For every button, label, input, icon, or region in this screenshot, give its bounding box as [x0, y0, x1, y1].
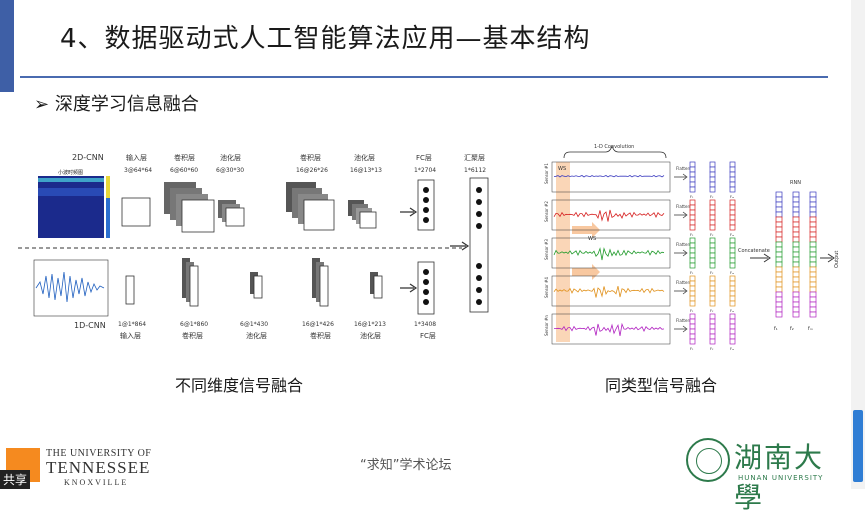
- top-layer-name: 卷积层: [174, 153, 195, 162]
- cnn1d-label: 1D-CNN: [74, 321, 106, 330]
- flatten-f-label: F₁: [690, 233, 694, 237]
- hunan-seal-icon: [686, 438, 730, 482]
- sensor-signal: [553, 322, 665, 336]
- flatten-label: Flatten: [676, 242, 690, 247]
- rnn-fm-label: fₘ: [808, 326, 813, 332]
- flatten-f-label: F₂: [710, 271, 714, 275]
- top-layer-name: 池化层: [354, 153, 375, 162]
- flatten-f-label: F₁: [690, 195, 694, 199]
- conv-label: 1-D Convolution: [594, 144, 634, 150]
- bottom-layer-name: FC层: [420, 332, 436, 340]
- top-layer-name: 池化层: [220, 153, 241, 162]
- rnn-label: RNN: [790, 180, 801, 186]
- bottom-layer-size: 16@1*426: [302, 321, 334, 328]
- top-layer-name: FC层: [416, 154, 432, 162]
- cnn2d-label: 2D-CNN: [72, 153, 104, 162]
- flatten-f-label: Fₘ: [730, 347, 734, 350]
- top-layer-size: 16@26*26: [296, 167, 328, 174]
- title-divider: [20, 76, 828, 78]
- top-layer-size: 6@30*30: [216, 167, 244, 174]
- sensor-label: Sensor #2: [544, 201, 549, 222]
- share-badge[interactable]: 共享: [0, 470, 31, 489]
- flatten-f-label: F₂: [710, 233, 714, 237]
- ws-label: WS: [558, 166, 566, 172]
- bottom-layer-name: 输入层: [120, 331, 141, 340]
- multi-dimension-fusion-figure: 2D-CNN 小波时频图 输入层 3@64*64 卷积层 6@60*60 池化层…: [18, 153, 489, 340]
- top-layer-size: 1*2704: [414, 167, 436, 174]
- rnn-f2-label: f₂: [790, 326, 794, 332]
- sensor-label: Sensor #1: [544, 163, 549, 184]
- bullet-text: 深度学习信息融合: [54, 94, 199, 115]
- sensor-label: Sensor #n: [544, 315, 549, 336]
- flatten-f-label: F₂: [710, 347, 714, 350]
- flatten-label: Flatten: [676, 280, 690, 285]
- spectrogram-image: [38, 176, 104, 238]
- top-layer-name: 输入层: [126, 153, 147, 162]
- caption-right: 同类型信号融合: [605, 376, 718, 395]
- flatten-label: Flatten: [676, 166, 690, 171]
- flatten-f-label: F₂: [710, 309, 714, 313]
- sensor-label: Sensor #4: [544, 277, 549, 298]
- ws-arrow-label: WS: [588, 236, 596, 242]
- bottom-layer-name: 卷积层: [182, 331, 203, 340]
- flatten-label: Flatten: [676, 318, 690, 323]
- flatten-f-label: F₁: [690, 347, 694, 350]
- flatten-f-label: Fₘ: [730, 233, 734, 237]
- utk-logo: THE UNIVERSITY OF TENNESSEE KNOXVILLE: [0, 438, 160, 489]
- flatten-f-label: Fₘ: [730, 271, 734, 275]
- bottom-layer-size: 6@1*430: [240, 321, 268, 328]
- scrollbar-thumb[interactable]: [853, 410, 863, 482]
- flatten-label: Flatten: [676, 204, 690, 209]
- vertical-scrollbar[interactable]: [851, 0, 865, 489]
- bullet-arrow-icon: ➢: [34, 94, 50, 115]
- rnn-f1-label: f₁: [774, 326, 778, 332]
- concat-label: Concatenate: [738, 248, 770, 254]
- sensor-signal: [553, 285, 665, 298]
- sensor-signal: [553, 209, 665, 222]
- title-accent-bar: [0, 0, 14, 92]
- top-layer-size: 6@60*60: [170, 167, 198, 174]
- bottom-layer-name: 卷积层: [310, 331, 331, 340]
- top-layer-name: 卷积层: [300, 153, 321, 162]
- flatten-f-label: Fₘ: [730, 309, 734, 313]
- hunan-logo: 湖南大學 HUNAN UNIVERSITY: [684, 436, 834, 514]
- bottom-layer-size: 6@1*860: [180, 321, 208, 328]
- footer-text: “求知”学术论坛: [360, 458, 452, 473]
- bottom-layer-size: 1*3408: [414, 321, 436, 328]
- sensor-signal: [553, 247, 665, 261]
- merge-layer-size: 1*6112: [464, 167, 486, 174]
- waveform-image: [33, 259, 109, 317]
- caption-left: 不同维度信号融合: [175, 376, 304, 395]
- sensor-signal: [553, 175, 665, 178]
- slide-title: 4、数据驱动式人工智能算法应用—基本结构: [60, 24, 591, 54]
- flatten-f-label: Fₘ: [730, 195, 734, 199]
- sensor-label: Sensor #3: [544, 239, 549, 260]
- flatten-f-label: F₁: [690, 271, 694, 275]
- bullet-point: ➢ 深度学习信息融合: [34, 90, 199, 116]
- top-layer-size: 3@64*64: [124, 167, 152, 174]
- bottom-layer-size: 16@1*213: [354, 321, 386, 328]
- flatten-f-label: F₂: [710, 195, 714, 199]
- bottom-layer-size: 1@1*864: [118, 321, 146, 328]
- bottom-layer-name: 池化层: [246, 331, 267, 340]
- flatten-f-label: F₁: [690, 309, 694, 313]
- output-label: Output: [834, 251, 840, 268]
- spectrogram-title: 小波时频图: [58, 169, 83, 176]
- merge-layer-name: 汇聚层: [464, 154, 485, 162]
- top-layer-name: 16@13*13: [350, 167, 382, 174]
- bottom-layer-name: 池化层: [360, 331, 381, 340]
